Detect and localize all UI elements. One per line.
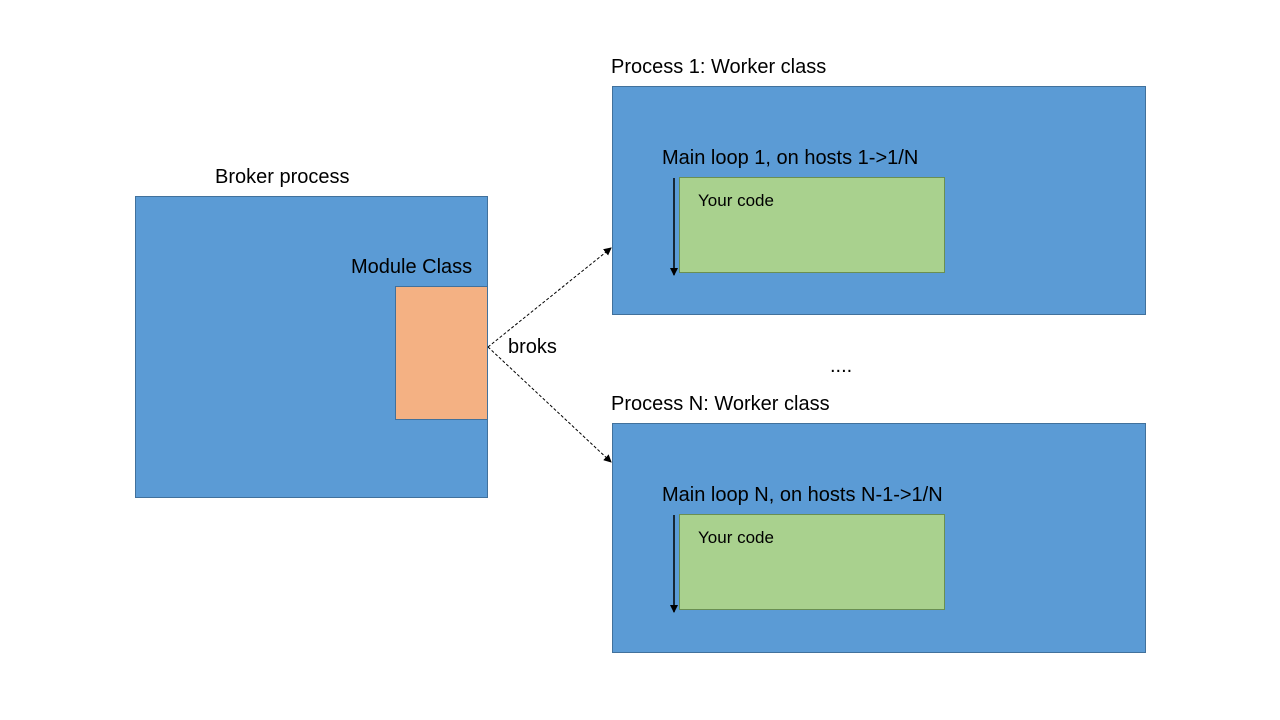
broks-arrow-to-worker-n [487, 346, 612, 463]
worker-n-loop-label: Main loop N, on hosts N-1->1/N [662, 484, 943, 506]
ellipsis: .... [830, 355, 853, 377]
worker-n-code-label: Your code [698, 528, 774, 547]
worker-n-title: Process N: Worker class [611, 393, 830, 415]
module-class-box [395, 286, 488, 420]
worker-1-loop-label: Main loop 1, on hosts 1->1/N [662, 147, 919, 169]
module-class-label: Module Class [351, 256, 473, 278]
worker-1-code-box [679, 177, 945, 273]
worker-n-code-box [679, 514, 945, 610]
broks-label: broks [508, 336, 557, 358]
worker-1-code-label: Your code [698, 191, 774, 210]
broks-arrow-to-worker-1 [487, 247, 612, 348]
broker-title: Broker process [215, 166, 350, 188]
worker-1-title: Process 1: Worker class [611, 56, 827, 78]
